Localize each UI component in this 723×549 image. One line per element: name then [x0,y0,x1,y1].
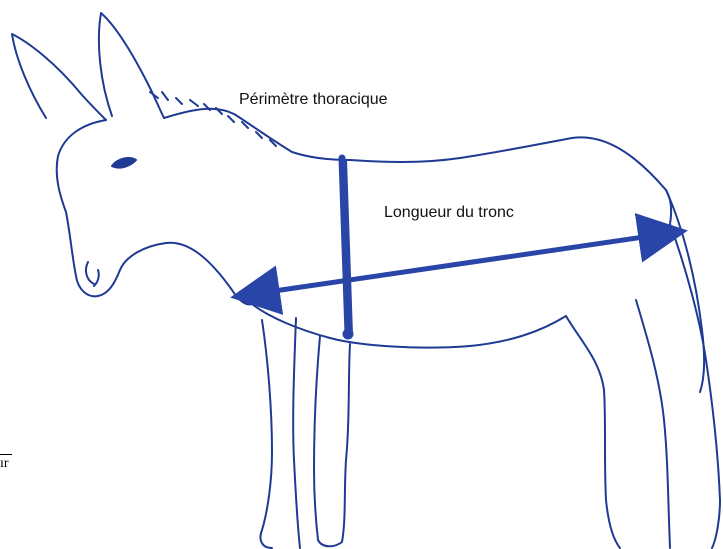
right-ear [99,13,164,118]
edge-rule [0,454,12,455]
front-leg-inner [293,318,300,548]
thoracic-perimeter-measure [342,158,353,339]
tail [666,190,704,392]
hind-leg-right [670,224,720,548]
hind-leg-left [566,316,620,548]
eye [112,158,136,168]
nostril [86,262,99,286]
trunk-length-label: Longueur du tronc [384,204,514,222]
left-ear [12,34,106,120]
front-leg-right [314,336,350,546]
perimeter-label: Périmètre thoracique [239,91,388,109]
edge-text-fragment: ır [0,456,9,472]
belly [252,304,566,348]
trunk-length-arrow [240,232,678,296]
front-leg-left [260,320,272,548]
head-neck-back [57,109,671,305]
hind-leg-inner [636,300,670,548]
